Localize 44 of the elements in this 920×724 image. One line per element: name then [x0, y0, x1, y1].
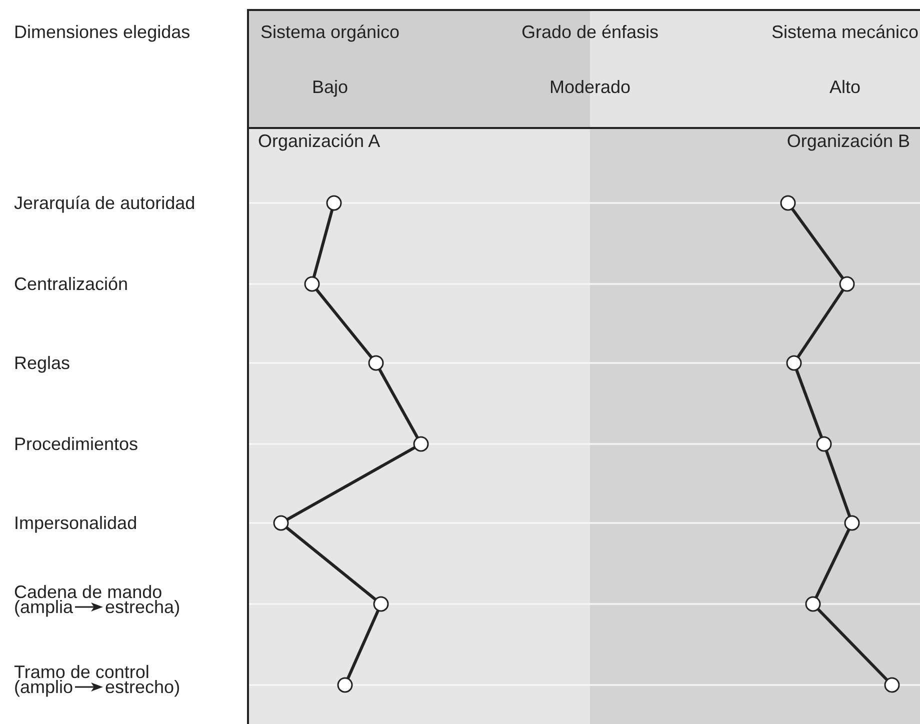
data-point	[273, 515, 289, 531]
profile-line	[796, 288, 844, 358]
data-point	[816, 436, 832, 452]
label-text: Centralización	[14, 273, 130, 295]
profile-line	[286, 446, 416, 521]
data-point	[884, 677, 900, 693]
profile-line	[824, 450, 852, 517]
profile-line	[816, 608, 888, 682]
profile-line	[795, 369, 823, 438]
data-point	[786, 355, 802, 371]
data-point	[413, 436, 429, 452]
label-text: Organización A	[258, 130, 382, 152]
data-point	[805, 596, 821, 612]
label-text: Dimensiones elegidas	[14, 21, 192, 43]
label-text: Bajo	[310, 76, 350, 98]
label-text: Organización B	[786, 130, 910, 152]
data-point	[373, 596, 389, 612]
label-text: Sistema mecánico	[770, 21, 920, 43]
label-text: Jerarquía de autoridad	[14, 192, 196, 214]
data-point	[780, 195, 796, 211]
profile-line	[378, 368, 419, 439]
label-text: Moderado	[548, 76, 632, 98]
data-point	[304, 276, 320, 292]
label-text: Impersonalidad	[14, 512, 138, 534]
profile-line	[286, 526, 376, 601]
data-point	[337, 677, 353, 693]
profile-line	[814, 528, 850, 598]
label-text: Alto	[828, 76, 862, 98]
label-text: Grado de énfasis	[520, 21, 660, 43]
data-point	[326, 195, 342, 211]
profile-line	[790, 208, 844, 280]
data-point	[368, 355, 384, 371]
label-text: (amplia	[14, 597, 74, 618]
label-text: (amplio	[14, 677, 74, 698]
data-point	[844, 515, 860, 531]
label-text: estrecha)	[105, 597, 180, 618]
data-point	[839, 276, 855, 292]
label-text: Sistema orgánico	[259, 21, 401, 43]
label-text: Procedimientos	[14, 433, 140, 455]
profile-line	[315, 288, 373, 358]
profile-line	[346, 610, 380, 680]
label-text: estrecho)	[105, 677, 180, 698]
label-text: Reglas	[14, 352, 72, 374]
profile-line	[312, 209, 334, 278]
